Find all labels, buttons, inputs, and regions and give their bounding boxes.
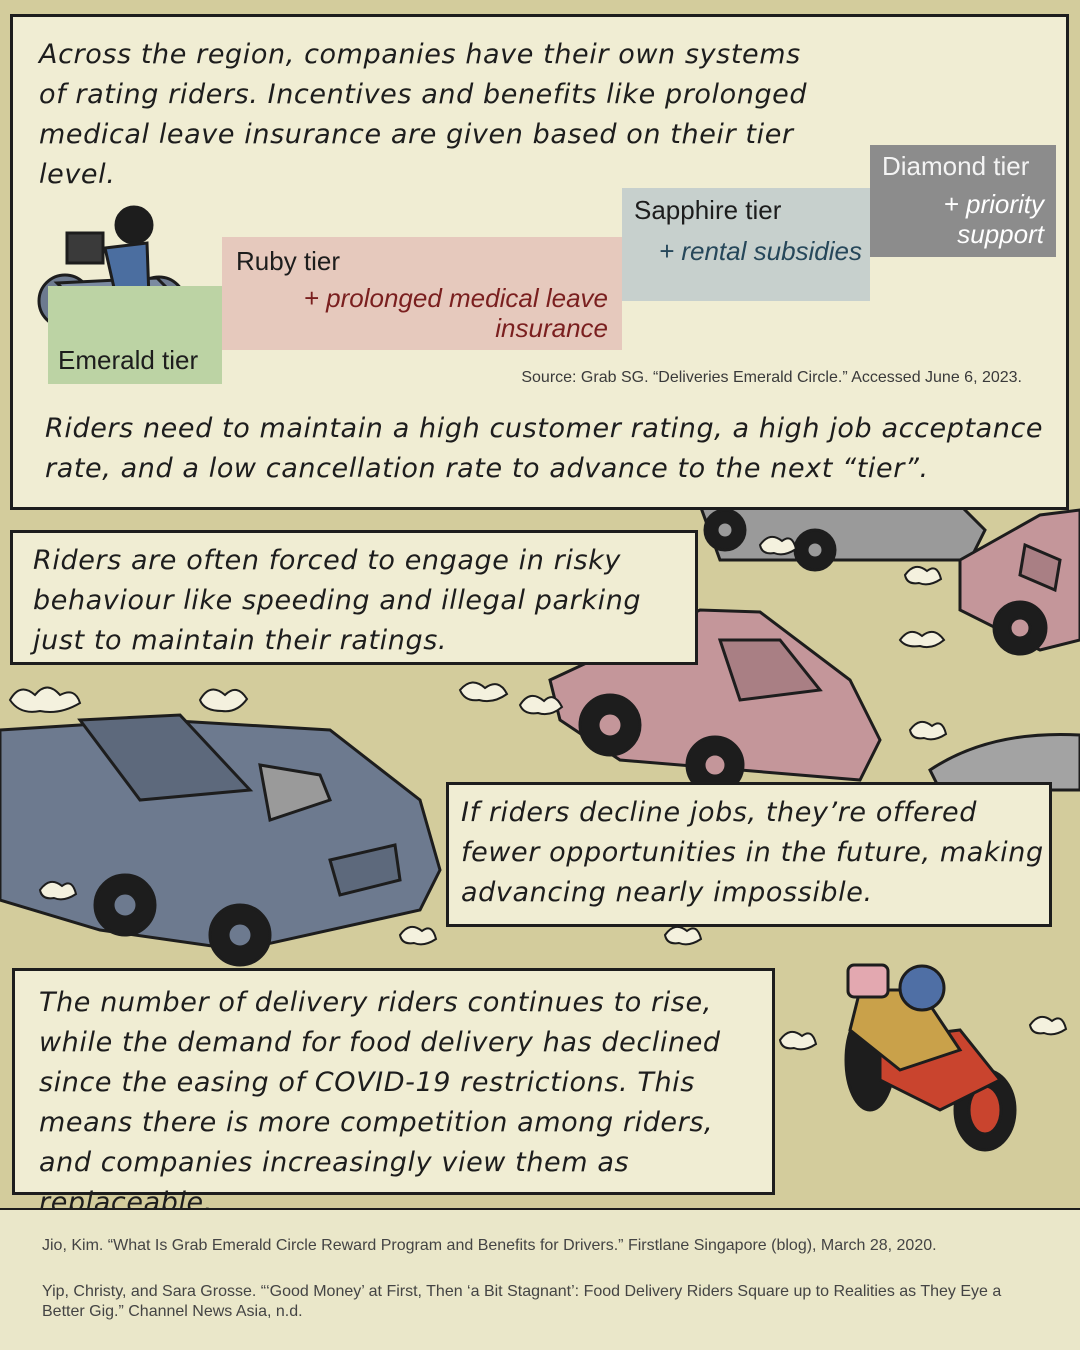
caption-number: The number of delivery riders continues … [39,987,721,1218]
tier-sapphire: Sapphire tier + rental subsidies [622,188,870,301]
tier-diamond-label: Diamond tier [882,151,1030,181]
source-citation: Source: Grab SG. “Deliveries Emerald Cir… [521,369,1022,386]
exhaust-puffs [8,535,1068,1051]
tier-ruby: Ruby tier + prolonged medical leave insu… [222,237,622,350]
caption-decline-box: If riders decline jobs, they’re offered … [446,782,1052,927]
tier-sapphire-perk: + rental subsidies [658,236,862,266]
reference-1: Jio, Kim. “What Is Grab Emerald Circle R… [42,1237,937,1254]
blue-car [0,713,442,967]
intro-text: Across the region, companies have their … [39,39,808,190]
tier-diamond: Diamond tier + priority support [870,145,1056,257]
grey-car-top [697,503,987,572]
rider-bottom-illustration [844,963,1017,1152]
caption-number-box: The number of delivery riders continues … [12,968,775,1218]
caption-risky: Riders are often forced to engage in ris… [33,545,642,656]
reference-2: Yip, Christy, and Sara Grosse. “‘Good Mo… [42,1283,1002,1320]
tier-emerald-label: Emerald tier [58,345,199,375]
tier-diamond-perk: + priority support [943,189,1044,249]
pink-car-right [958,508,1080,656]
grey-car-right-mid [928,732,1080,792]
tier-info-box: Across the region, companies have their … [10,14,1069,510]
tier-ruby-perk: + prolonged medical leave insurance [303,283,608,343]
tier-ruby-label: Ruby tier [236,246,341,276]
tier-sapphire-label: Sapphire tier [634,195,782,225]
caption-decline: If riders decline jobs, they’re offered … [461,797,1044,908]
references: Jio, Kim. “What Is Grab Emerald Circle R… [0,1208,1080,1350]
advance-text: Riders need to maintain a high customer … [45,413,1044,484]
tier-emerald: Emerald tier [48,286,222,384]
caption-risky-box: Riders are often forced to engage in ris… [10,530,698,665]
